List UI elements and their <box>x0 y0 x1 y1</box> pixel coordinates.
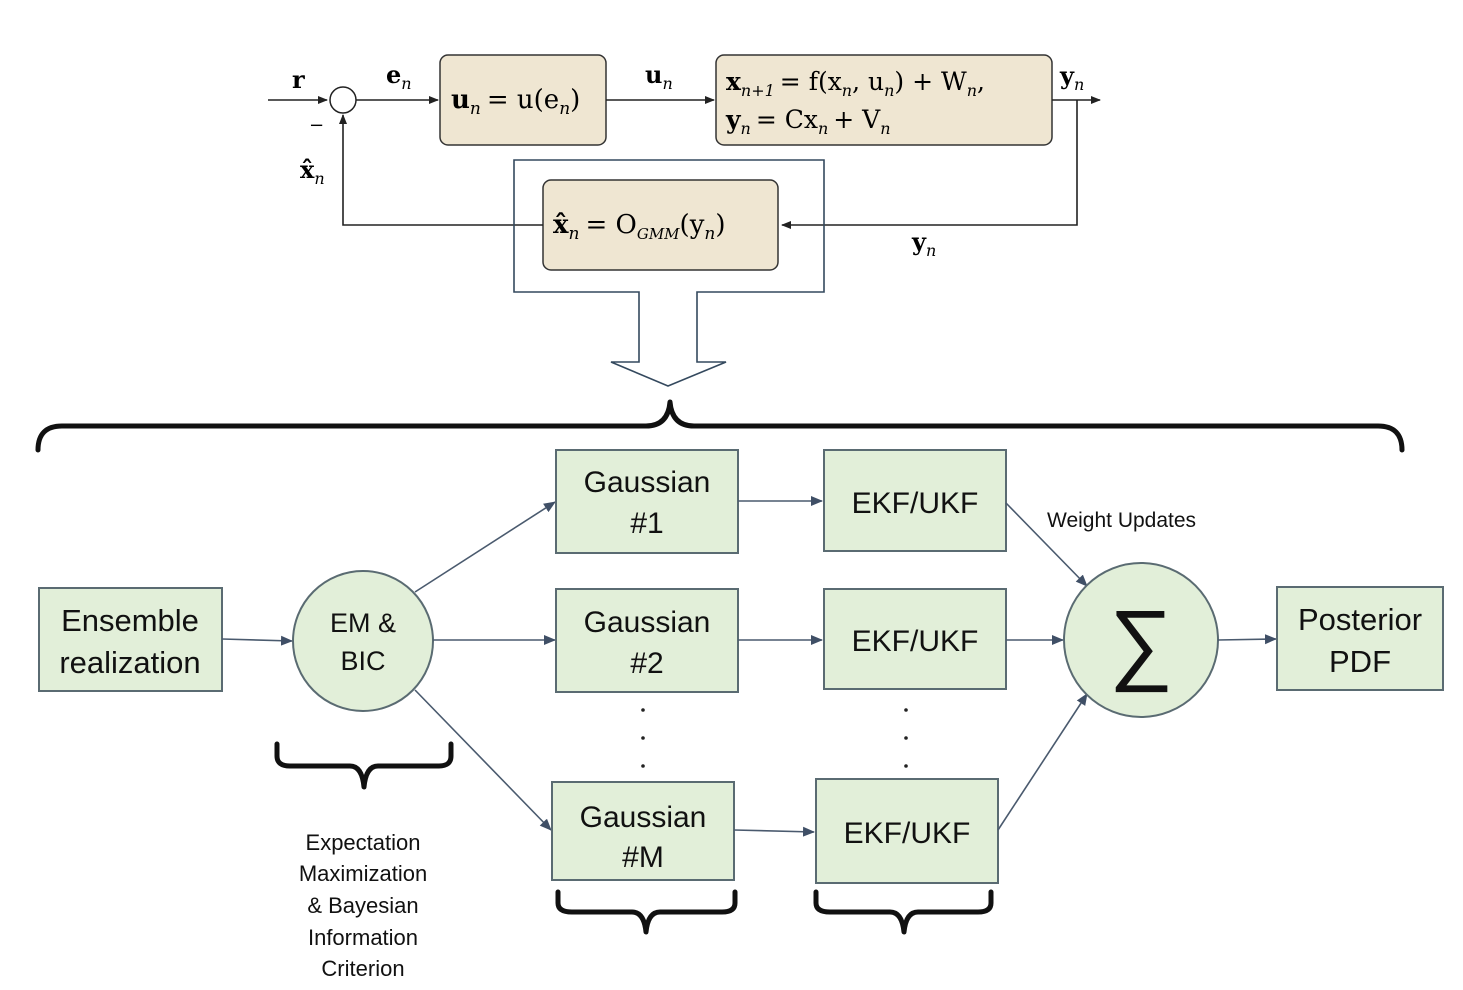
gmm-pipeline: Ensemble realization EM & BIC Gaussian #… <box>38 449 1444 981</box>
minus-sign: − <box>309 115 324 136</box>
plant-output-equation: yn= Cxn+ Vn <box>725 105 891 138</box>
ensemble-label-line1: Ensemble <box>61 603 199 638</box>
feedback-output-path <box>781 100 1078 229</box>
gaussian-2-label-line1: Gaussian <box>584 606 711 639</box>
plant-state-equation: xn+1= f(xn, un) + Wn, <box>726 67 985 100</box>
filter-1-to-sum-arrow <box>1005 502 1088 587</box>
gaussian-1-label-line1: Gaussian <box>584 466 711 499</box>
sum-to-posterior-arrow <box>1217 634 1277 645</box>
caption-line-3: & Bayesian <box>307 893 418 918</box>
gaussian-m-block <box>551 781 735 881</box>
posterior-pdf-block <box>1276 586 1444 691</box>
output-label: yn <box>1059 61 1084 94</box>
filter-1-block <box>823 449 1007 552</box>
summing-junction <box>329 86 357 114</box>
gaussian-m-label-line1: Gaussian <box>580 801 707 834</box>
em-to-gaussian-1-arrow <box>414 501 556 593</box>
ensemble-realization-block <box>38 587 223 692</box>
filter-2-block <box>823 588 1007 690</box>
estimate-label: x̂n <box>300 155 325 188</box>
posterior-label-line2: PDF <box>1329 644 1391 679</box>
control-loop: r − en un= u(en) un xn+1= f(xn, un) + Wn… <box>268 54 1101 387</box>
gaussian-m-to-filter-arrow <box>733 826 815 837</box>
filter-2-label: EKF/UKF <box>852 625 979 658</box>
gaussian-m-label-line2: #M <box>622 841 664 874</box>
em-to-gaussian-m-arrow <box>414 689 552 831</box>
filter-m-to-sum-arrow <box>997 693 1088 831</box>
error-label: en <box>386 60 412 93</box>
em-bic-label-line1: EM & <box>330 608 396 638</box>
em-bic-label-line2: BIC <box>340 646 385 676</box>
em-bic-brace <box>274 741 454 790</box>
reference-label: r <box>292 65 305 94</box>
gaussian-2-block <box>555 588 739 693</box>
gaussian-ellipsis <box>641 708 645 768</box>
feedback-output-label: yn <box>911 227 936 260</box>
gaussian-1-block <box>555 449 739 554</box>
filter-1-label: EKF/UKF <box>852 487 979 520</box>
ensemble-label-line2: realization <box>59 645 200 680</box>
ensemble-to-em-arrow <box>221 635 293 646</box>
filter-m-label: EKF/UKF <box>844 817 971 850</box>
controller-equation: un= u(en) <box>451 85 580 119</box>
em-bic-node <box>292 570 434 712</box>
filter-ellipsis <box>904 708 908 768</box>
posterior-label-line1: Posterior <box>1298 602 1422 637</box>
observer-equation: x̂n= OGMM(yn) <box>553 210 726 244</box>
gaussian-1-label-line2: #1 <box>630 507 663 540</box>
gaussian-2-label-line2: #2 <box>630 647 663 680</box>
filter-m-block <box>815 778 999 884</box>
sum-symbol: ∑ <box>1109 593 1173 693</box>
expansion-brace <box>35 399 1405 453</box>
weight-updates-label: Weight Updates <box>1047 509 1196 532</box>
em-bic-caption: Expectation Maximization & Bayesian Info… <box>299 830 427 981</box>
zoom-expand-arrow <box>513 159 825 387</box>
caption-line-2: Maximization <box>299 861 427 886</box>
gaussian-brace <box>555 889 738 935</box>
estimate-feedback-path <box>339 114 543 226</box>
control-signal-label: un <box>645 60 673 93</box>
caption-line-5: Criterion <box>321 956 404 981</box>
caption-line-1: Expectation <box>306 830 421 855</box>
caption-line-4: Information <box>308 925 418 950</box>
filter-brace <box>813 889 994 935</box>
